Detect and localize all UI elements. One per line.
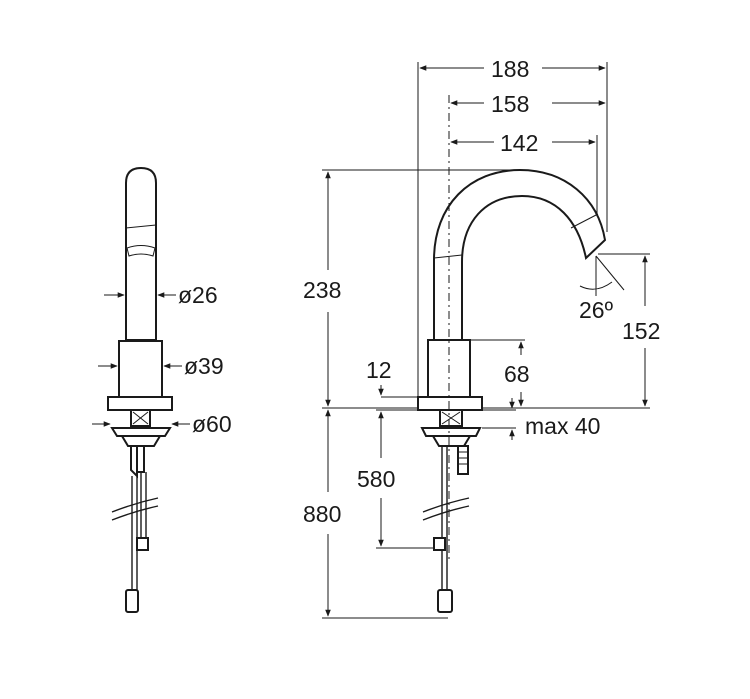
width-158-label: 158	[491, 91, 529, 117]
diameter-26-label: ø26	[178, 282, 218, 308]
side-view	[417, 95, 607, 613]
width-142-label: 142	[500, 130, 538, 156]
side-base	[417, 396, 483, 411]
side-spout	[433, 168, 607, 341]
offset-12-label: 12	[366, 357, 392, 383]
height-238-label: 238	[303, 277, 341, 303]
height-68-label: 68	[504, 361, 530, 387]
height-152-label: 152	[622, 318, 660, 344]
diameter-39-label: ø39	[184, 353, 224, 379]
height-880-label: 880	[303, 501, 341, 527]
front-view	[107, 166, 173, 613]
width-188-label: 188	[491, 56, 529, 82]
side-dimensions: 188 158 142 238 880 580 12	[303, 56, 660, 619]
front-body	[118, 340, 163, 398]
height-580-label: 580	[357, 466, 395, 492]
angle-26-label: 26º	[579, 297, 614, 323]
front-dimensions: ø26 ø39 ø60	[92, 282, 232, 437]
front-base	[107, 396, 173, 411]
max-40-label: max 40	[525, 413, 600, 439]
diameter-60-label: ø60	[192, 411, 232, 437]
